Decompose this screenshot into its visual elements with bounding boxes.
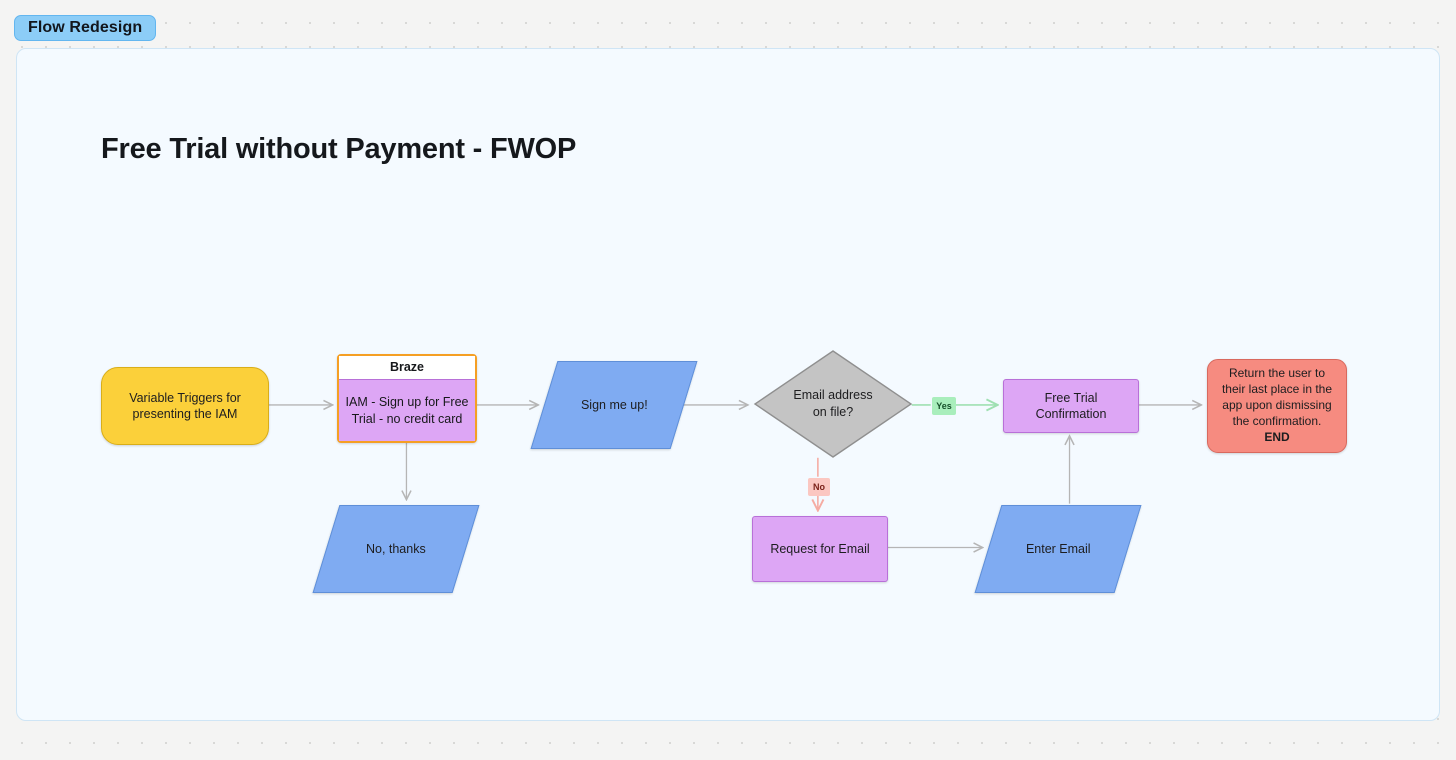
edge-label-yes-text: Yes	[936, 401, 952, 411]
node-label: Variable Triggers for presenting the IAM	[129, 390, 241, 421]
node-no-thanks[interactable]: No, thanks	[312, 505, 480, 593]
node-free-trial-confirmation[interactable]: Free Trial Confirmation	[1003, 379, 1139, 433]
edge-label-no: No	[808, 478, 830, 496]
node-variable-triggers[interactable]: Variable Triggers for presenting the IAM	[101, 367, 269, 445]
node-request-for-email[interactable]: Request for Email	[752, 516, 888, 582]
node-label: IAM - Sign up for Free Trial - no credit…	[339, 379, 475, 441]
page-title: Free Trial without Payment - FWOP	[101, 133, 577, 165]
node-label: Request for Email	[770, 541, 870, 556]
node-email-on-file-decision[interactable]: Email address on file?	[753, 349, 913, 459]
node-label: Enter Email	[1025, 541, 1091, 556]
node-end-return-user[interactable]: Return the user to their last place in t…	[1207, 359, 1347, 453]
node-label: Email address on file?	[793, 388, 873, 419]
diagram-canvas[interactable]: Free Trial without Payment - FWOP	[16, 48, 1440, 721]
node-label: Free Trial Confirmation	[1035, 390, 1107, 421]
node-braze-group[interactable]: Braze IAM - Sign up for Free Trial - no …	[337, 354, 477, 443]
node-sign-me-up[interactable]: Sign me up!	[530, 361, 698, 449]
tab-label: Flow Redesign	[28, 19, 143, 36]
braze-group-title: Braze	[339, 356, 475, 379]
diamond-shape	[753, 350, 913, 458]
node-label-wrap: Return the user to their last place in t…	[1208, 366, 1346, 445]
tab-flow-redesign[interactable]: Flow Redesign	[14, 15, 157, 41]
node-enter-email[interactable]: Enter Email	[974, 505, 1142, 593]
end-tag: END	[1264, 429, 1290, 444]
edge-label-yes: Yes	[932, 397, 956, 415]
node-label: Sign me up!	[580, 397, 648, 412]
node-label: No, thanks	[366, 541, 426, 556]
edge-label-no-text: No	[813, 482, 825, 492]
node-label: Return the user to their last place in t…	[1221, 366, 1333, 428]
